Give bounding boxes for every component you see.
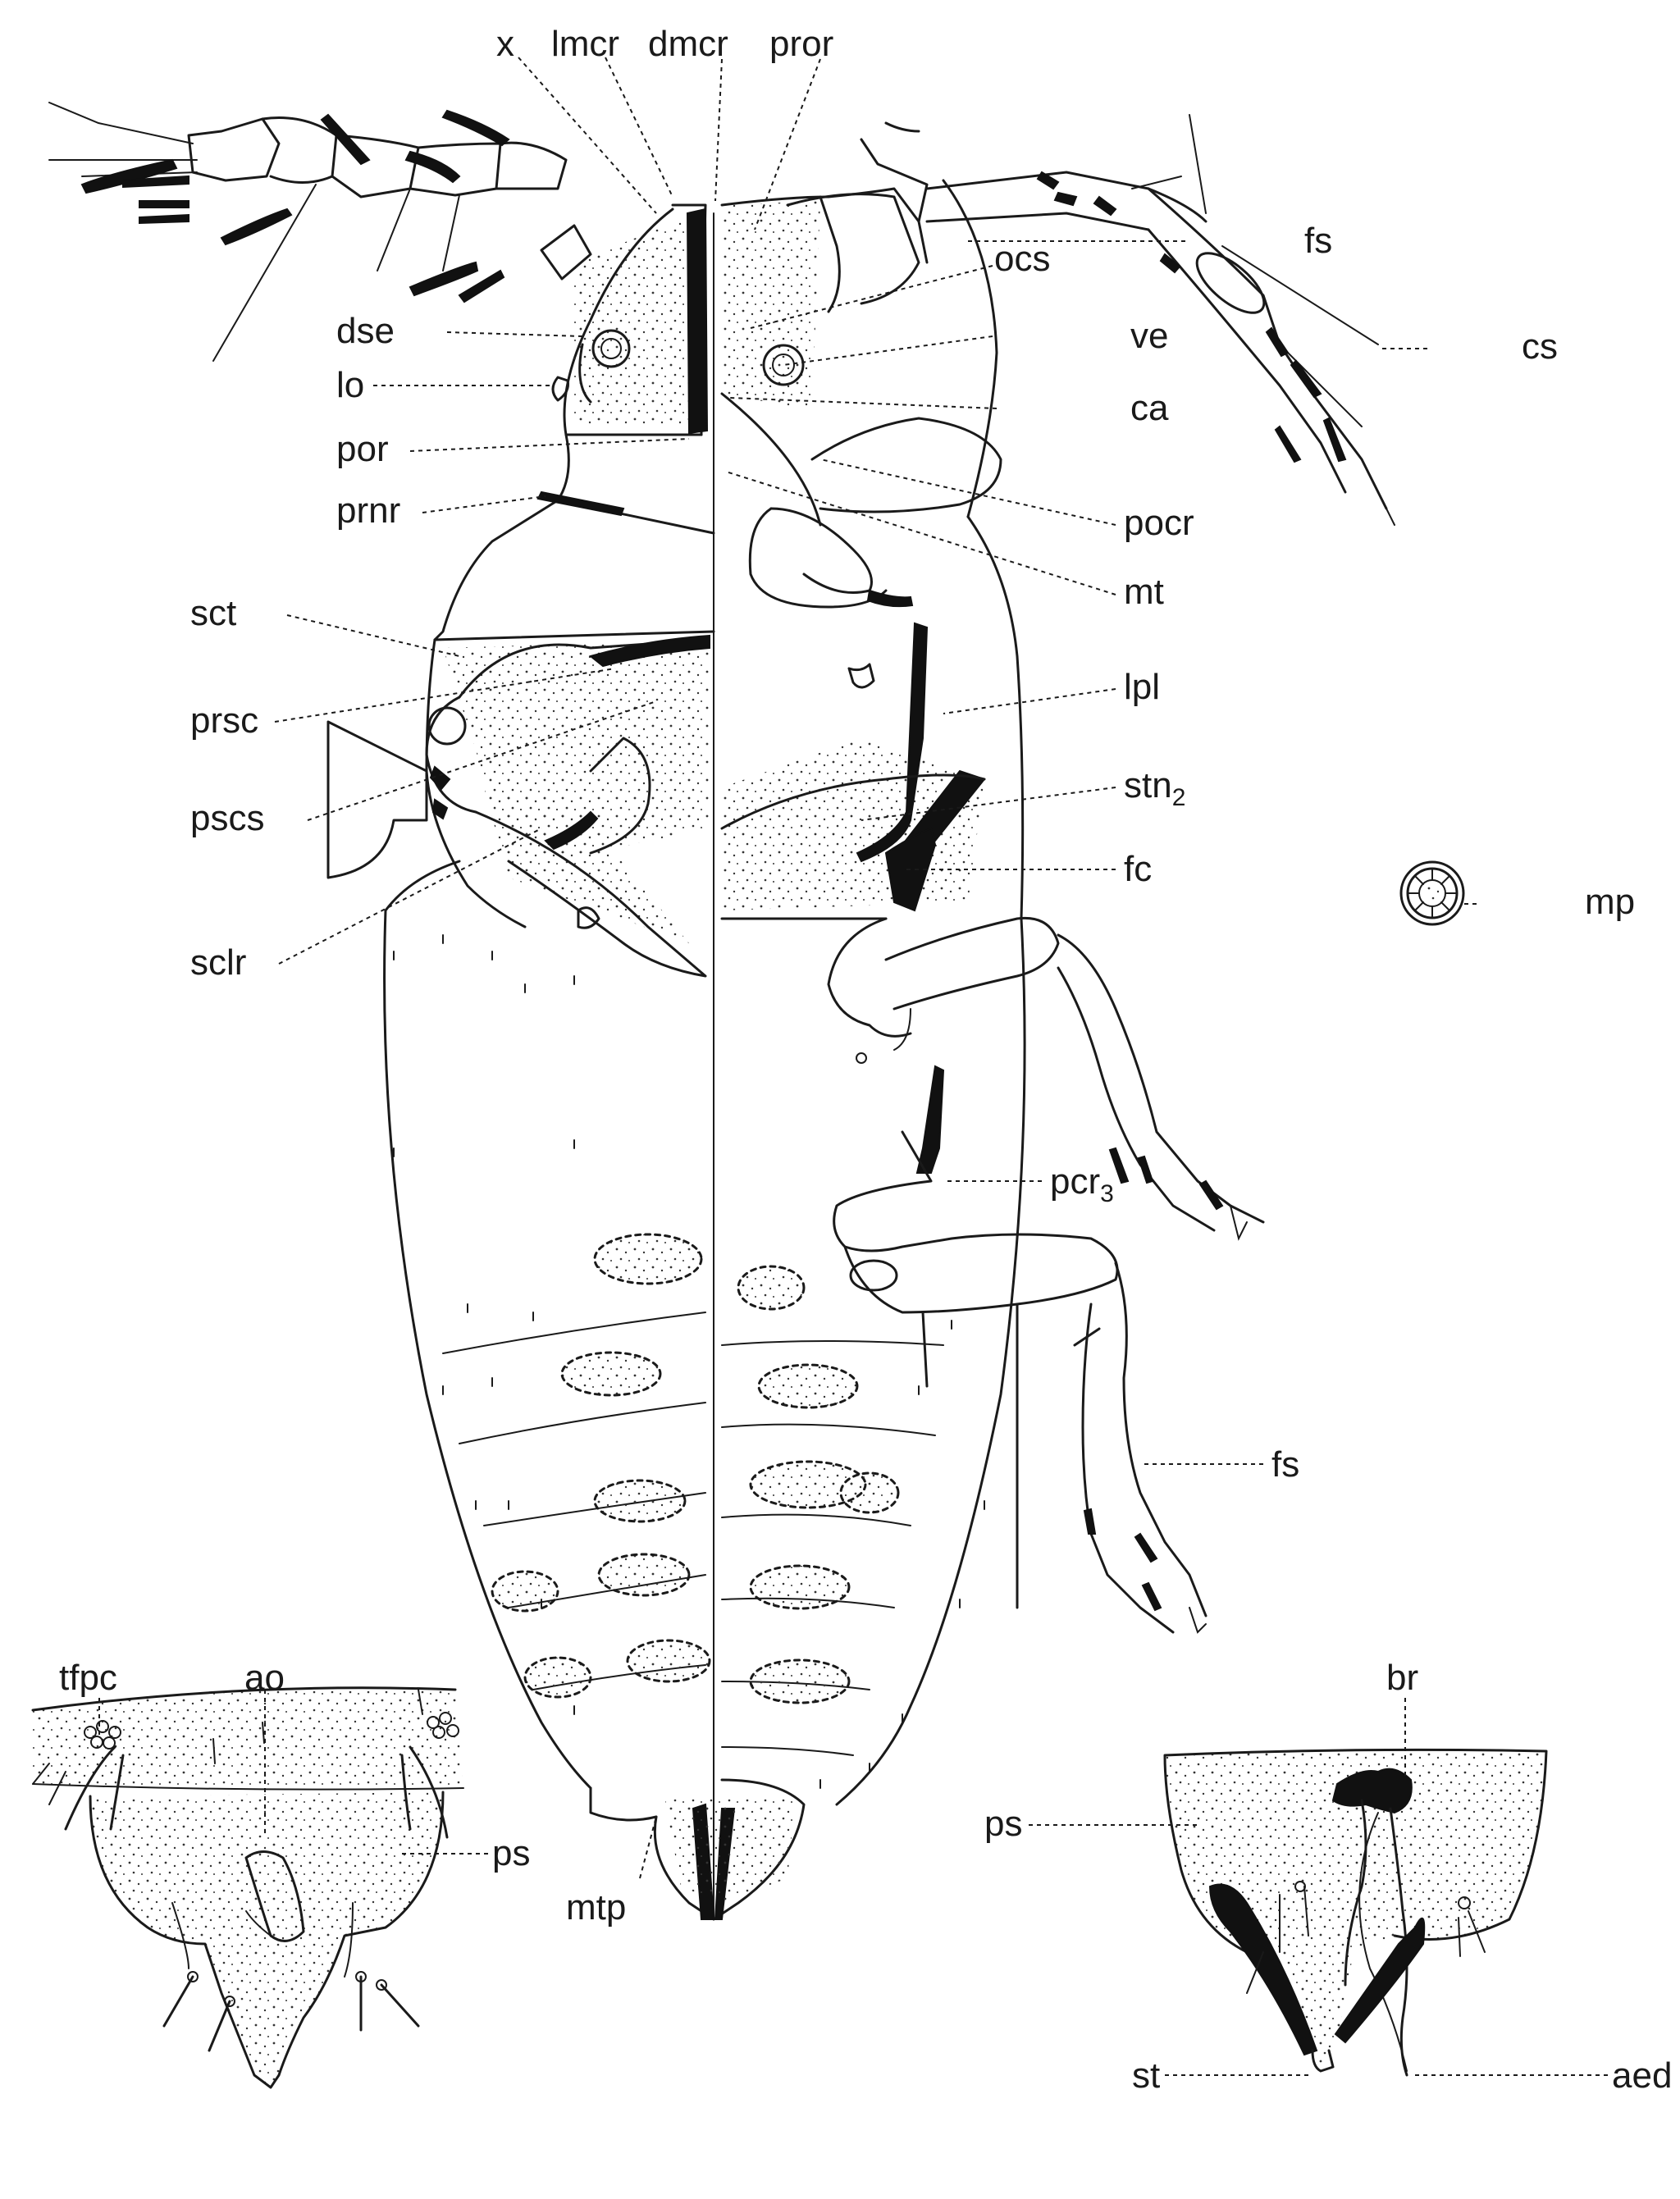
stippled-regions <box>443 201 984 1903</box>
label-mtp: mtp <box>566 1887 626 1928</box>
label-sclr: sclr <box>190 942 246 983</box>
label-mp: mp <box>1585 882 1635 922</box>
thorax-left-structures <box>326 208 710 978</box>
label-tfpc: tfpc <box>59 1658 117 1698</box>
label-prsc: prsc <box>190 700 258 741</box>
label-stn2-main: stn <box>1124 765 1172 805</box>
label-pcr3-sub: 3 <box>1100 1180 1114 1207</box>
label-dmcr: dmcr <box>648 24 728 64</box>
label-x: x <box>496 24 514 64</box>
label-ps-left: ps <box>492 1833 530 1873</box>
label-ca: ca <box>1130 388 1169 428</box>
label-pror: pror <box>769 24 833 64</box>
thorax-right-structures <box>720 114 1395 1634</box>
label-pocr: pocr <box>1124 503 1194 543</box>
label-por: por <box>336 429 389 469</box>
label-lo: lo <box>336 365 364 405</box>
label-stn2-sub: 2 <box>1172 784 1186 811</box>
label-ao: ao <box>244 1658 285 1698</box>
micropore-inset <box>1399 860 1465 926</box>
label-lpl: lpl <box>1124 667 1160 707</box>
label-fc: fc <box>1124 849 1152 889</box>
label-pcr3-main: pcr <box>1050 1161 1100 1202</box>
label-pscs: pscs <box>190 798 264 838</box>
label-br: br <box>1386 1658 1418 1698</box>
label-cs: cs <box>1522 326 1558 367</box>
inset-right-structure <box>1163 1748 1548 2077</box>
label-prnr: prnr <box>336 490 400 531</box>
inset-left-structure <box>31 1686 464 2089</box>
label-mt: mt <box>1124 572 1164 612</box>
abdomen-texture <box>393 934 985 1789</box>
label-sct: sct <box>190 593 236 633</box>
label-ps-right: ps <box>984 1804 1022 1844</box>
antenna-drawing <box>48 102 568 362</box>
label-pcr3: pcr3 <box>1050 1161 1114 1207</box>
labels: x lmcr dmcr pror fs ocs cs dse ve lo ca … <box>59 24 1672 2096</box>
leader-lines <box>98 57 1608 2076</box>
label-fs-top: fs <box>1304 221 1332 261</box>
label-aed: aed <box>1612 2055 1672 2096</box>
label-fs-bottom: fs <box>1271 1444 1299 1485</box>
label-stn2: stn2 <box>1124 765 1185 811</box>
label-st: st <box>1132 2055 1160 2096</box>
label-lmcr: lmcr <box>551 24 619 64</box>
label-dse: dse <box>336 311 395 351</box>
label-ocs: ocs <box>994 239 1050 279</box>
label-ve: ve <box>1130 316 1168 356</box>
